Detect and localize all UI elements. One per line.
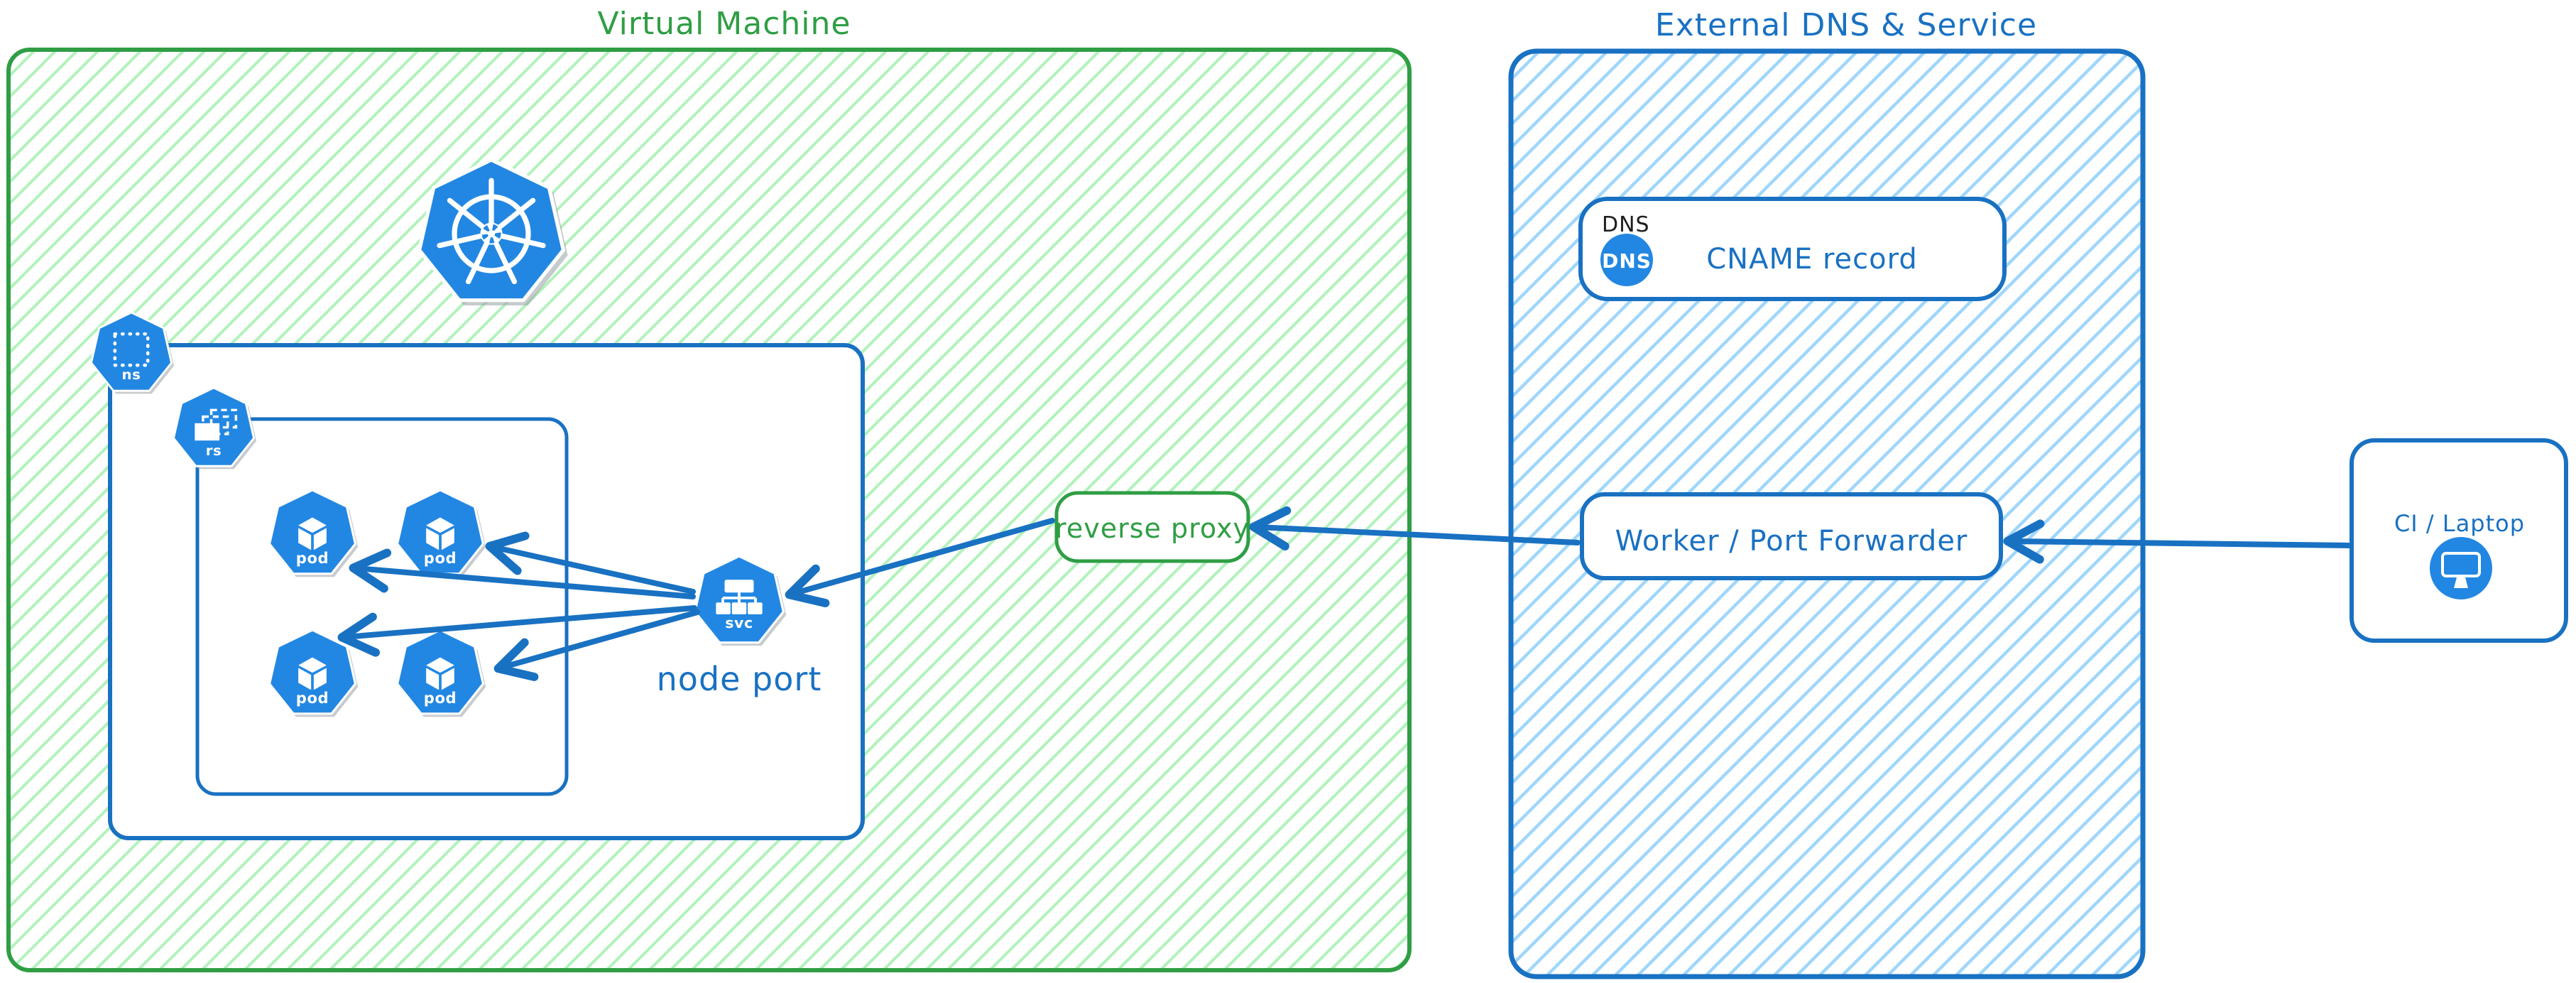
replicaset-icon: rs xyxy=(172,386,258,470)
arrow-service-to-pod xyxy=(493,609,700,681)
svg-text:pod: pod xyxy=(296,689,329,707)
pod-icon: pod xyxy=(268,629,359,718)
node-port-label: node port xyxy=(657,660,822,698)
dns-record-box: DNS DNS CNAME record xyxy=(1578,197,2007,301)
dns-icon: DNS xyxy=(1600,234,1653,286)
pod-icon: pod xyxy=(395,629,487,718)
cname-record-label: CNAME record xyxy=(1706,243,1918,276)
arrow-worker-to-reverse-proxy xyxy=(1249,506,1581,551)
arrow-service-to-pod xyxy=(349,548,696,599)
svg-text:DNS: DNS xyxy=(1602,249,1652,273)
svg-text:pod: pod xyxy=(424,689,457,707)
pod-icon: pod xyxy=(395,489,487,578)
service-icon: svc xyxy=(693,555,787,647)
reverse-proxy-box: reverse proxy xyxy=(1054,491,1250,563)
svg-text:pod: pod xyxy=(424,549,457,567)
worker-box: Worker / Port Forwarder xyxy=(1580,492,2003,580)
svg-text:ns: ns xyxy=(122,366,141,383)
arrow-reverse-proxy-to-service xyxy=(785,518,1055,608)
reverse-proxy-label: reverse proxy xyxy=(1055,513,1250,544)
svg-text:pod: pod xyxy=(296,549,329,567)
arrow-ci-to-worker xyxy=(2003,519,2352,564)
worker-label: Worker / Port Forwarder xyxy=(1615,525,1968,558)
pod-icon: pod xyxy=(268,489,359,578)
external-dns-title: External DNS & Service xyxy=(1655,7,2037,43)
replicaset-box xyxy=(195,417,569,796)
dns-header-label: DNS xyxy=(1602,212,1650,237)
svg-text:svc: svc xyxy=(725,614,753,631)
arrow-service-to-pod xyxy=(485,531,696,594)
virtual-machine-title: Virtual Machine xyxy=(598,6,851,42)
namespace-icon: ns xyxy=(89,311,175,395)
ci-laptop-box: CI / Laptop xyxy=(2349,438,2568,643)
svg-text:rs: rs xyxy=(206,442,222,459)
monitor-icon xyxy=(2430,537,2492,599)
arrow-service-to-pod xyxy=(337,605,697,657)
kubernetes-icon xyxy=(420,160,568,305)
ci-laptop-label: CI / Laptop xyxy=(2394,510,2525,537)
